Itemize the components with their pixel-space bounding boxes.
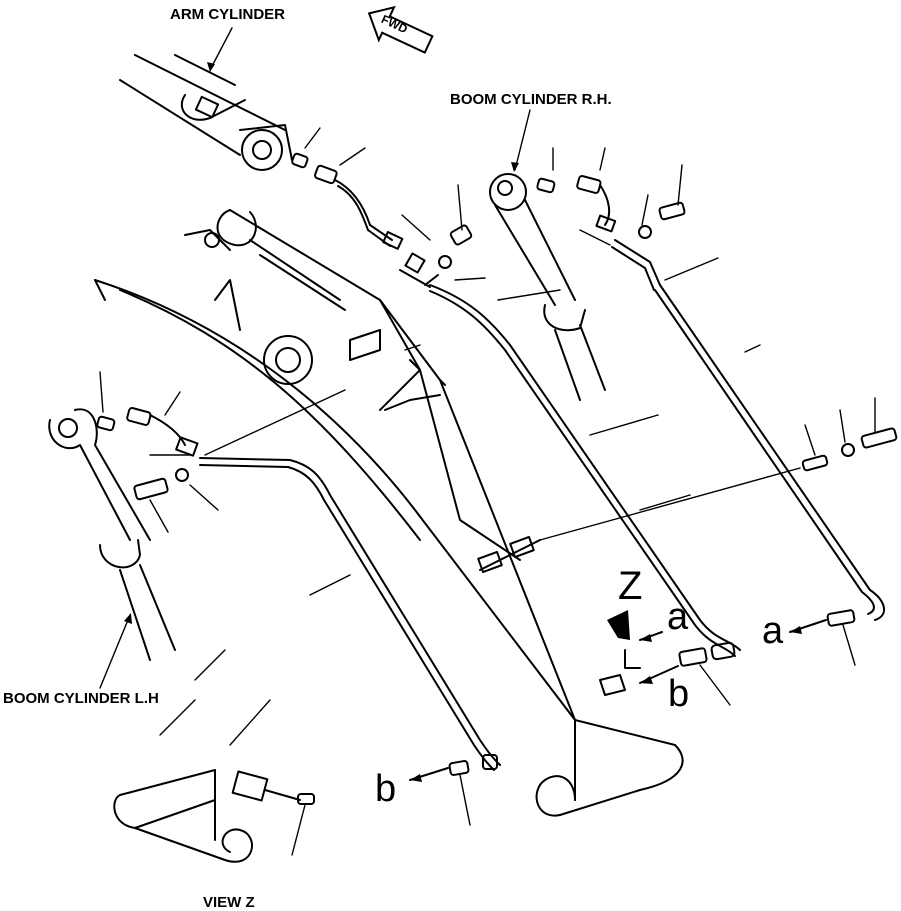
callout-b-right: b xyxy=(668,673,690,715)
callout-b-lower: b xyxy=(375,768,397,810)
label-leaders xyxy=(99,27,531,689)
boom-cylinder-lh-label: BOOM CYLINDER L.H xyxy=(3,690,159,707)
arm-cylinder-label: ARM CYLINDER xyxy=(170,6,285,23)
view-z-boom xyxy=(113,769,315,863)
callout-z: Z xyxy=(618,564,643,608)
boom-body xyxy=(94,209,684,817)
detail-fittings xyxy=(409,609,856,826)
lh-pipe xyxy=(159,389,501,771)
callout-a-upper: a xyxy=(667,596,689,638)
arm-hose-assembly xyxy=(291,127,404,250)
boom-cylinder-rh xyxy=(489,147,686,401)
fwd-arrow xyxy=(367,5,434,54)
rh-pipe xyxy=(611,239,898,621)
view-z-label: VIEW Z xyxy=(203,894,255,911)
boom-pipes xyxy=(349,184,801,657)
arm-cylinder xyxy=(119,54,293,171)
callout-a-right: a xyxy=(762,610,784,652)
boom-cylinder-lh xyxy=(48,371,219,661)
boom-cylinder-rh-label: BOOM CYLINDER R.H. xyxy=(450,91,612,108)
